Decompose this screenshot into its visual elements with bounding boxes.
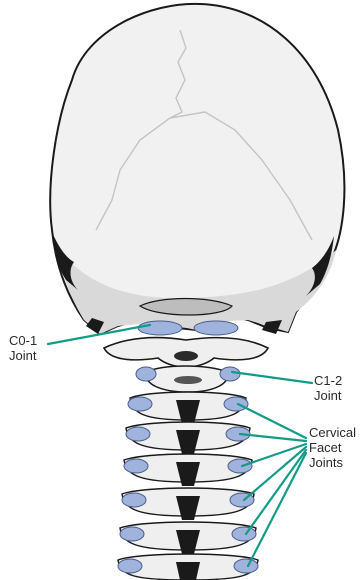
c0-1-joint-label: C0-1 Joint bbox=[9, 333, 37, 363]
c1-2-label-line2: Joint bbox=[314, 388, 342, 403]
c1-2-pointer bbox=[232, 372, 312, 383]
facet-label-line1: Cervical bbox=[309, 425, 356, 440]
facet-pointer-6 bbox=[248, 453, 306, 566]
lower-cervical-vertebrae bbox=[118, 392, 258, 580]
c0-1-label-line1: C0-1 bbox=[9, 333, 37, 348]
axis-vertebra bbox=[136, 366, 240, 392]
c0-1-label-line2: Joint bbox=[9, 348, 37, 363]
facet-label-line3: Joints bbox=[309, 455, 356, 470]
cervical-facet-joints-label: Cervical Facet Joints bbox=[309, 425, 356, 470]
c1-2-joint-label: C1-2 Joint bbox=[314, 373, 342, 403]
atlas-vertebra bbox=[104, 338, 268, 367]
facet-label-line2: Facet bbox=[309, 440, 356, 455]
c1-2-label-line1: C1-2 bbox=[314, 373, 342, 388]
skull bbox=[50, 4, 344, 334]
facet-pointer-2 bbox=[240, 434, 306, 441]
